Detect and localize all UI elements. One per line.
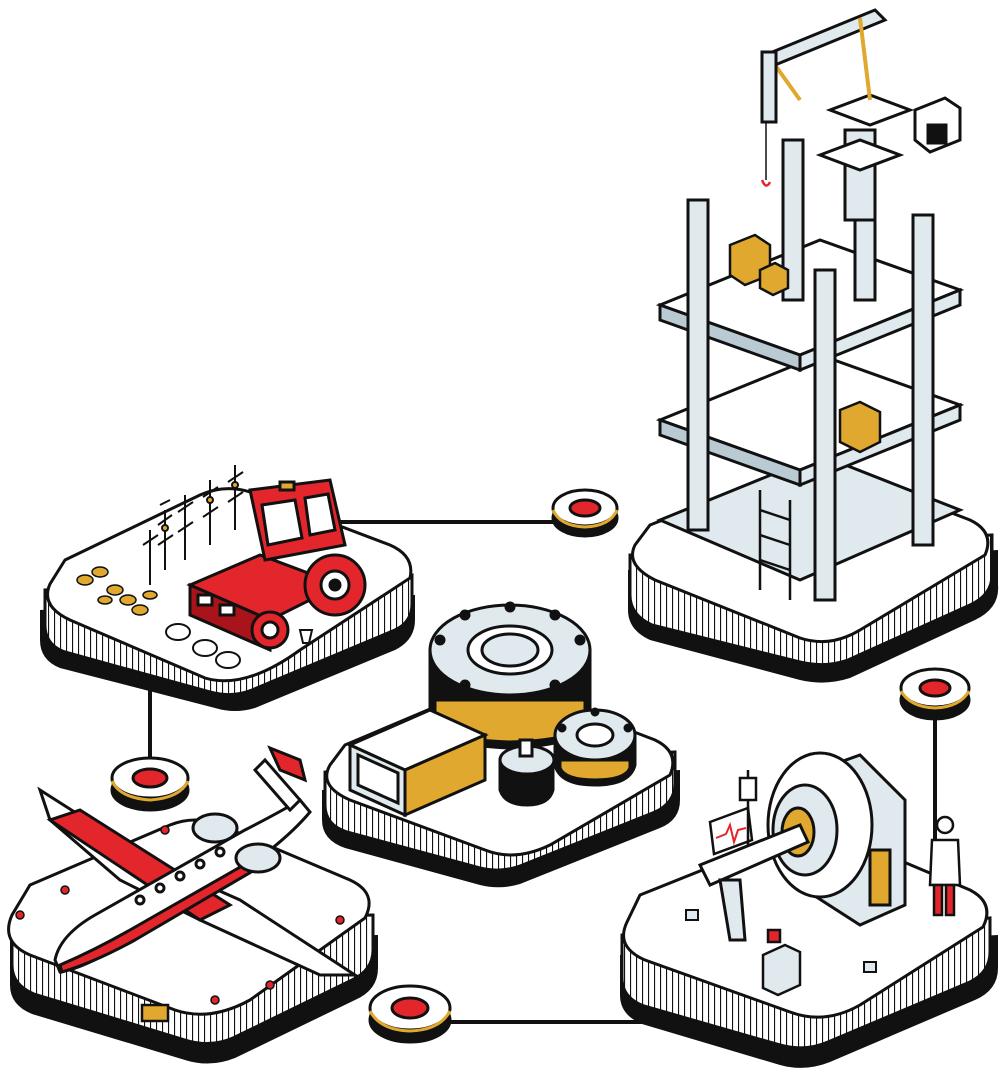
bucket (298, 629, 314, 644)
small-gear (553, 707, 637, 787)
ground-equipment (140, 1003, 170, 1023)
aviation-platform (7, 745, 378, 1064)
farm-platform (40, 465, 415, 711)
tractor (186, 478, 367, 653)
node-farm-aviation (110, 756, 190, 812)
node-aviation-medical (368, 984, 452, 1044)
runway-lights (15, 825, 345, 1005)
metal-block (346, 708, 489, 818)
business-jet (37, 745, 361, 977)
corn-plants (142, 465, 244, 585)
cabbages (165, 623, 241, 669)
cargo-boxes (728, 233, 882, 454)
medical-cabinet (761, 928, 802, 997)
ekg-monitor (708, 806, 754, 856)
wheat-plants (76, 566, 158, 616)
node-farm-construction (551, 488, 619, 538)
iv-stand (738, 770, 758, 845)
industry-platform (322, 601, 680, 888)
medical-platform (620, 751, 998, 1068)
construction-platform (628, 8, 999, 683)
connector-nodes (110, 488, 971, 1044)
floor-marker (685, 909, 699, 921)
ladder (758, 490, 792, 600)
mri-scanner (697, 751, 907, 942)
bolt-cylinder (498, 738, 556, 807)
node-construction-medical (899, 667, 971, 721)
floor-marker (863, 961, 877, 973)
doctor (928, 815, 962, 917)
building-frame (655, 138, 965, 602)
crane (760, 8, 962, 222)
